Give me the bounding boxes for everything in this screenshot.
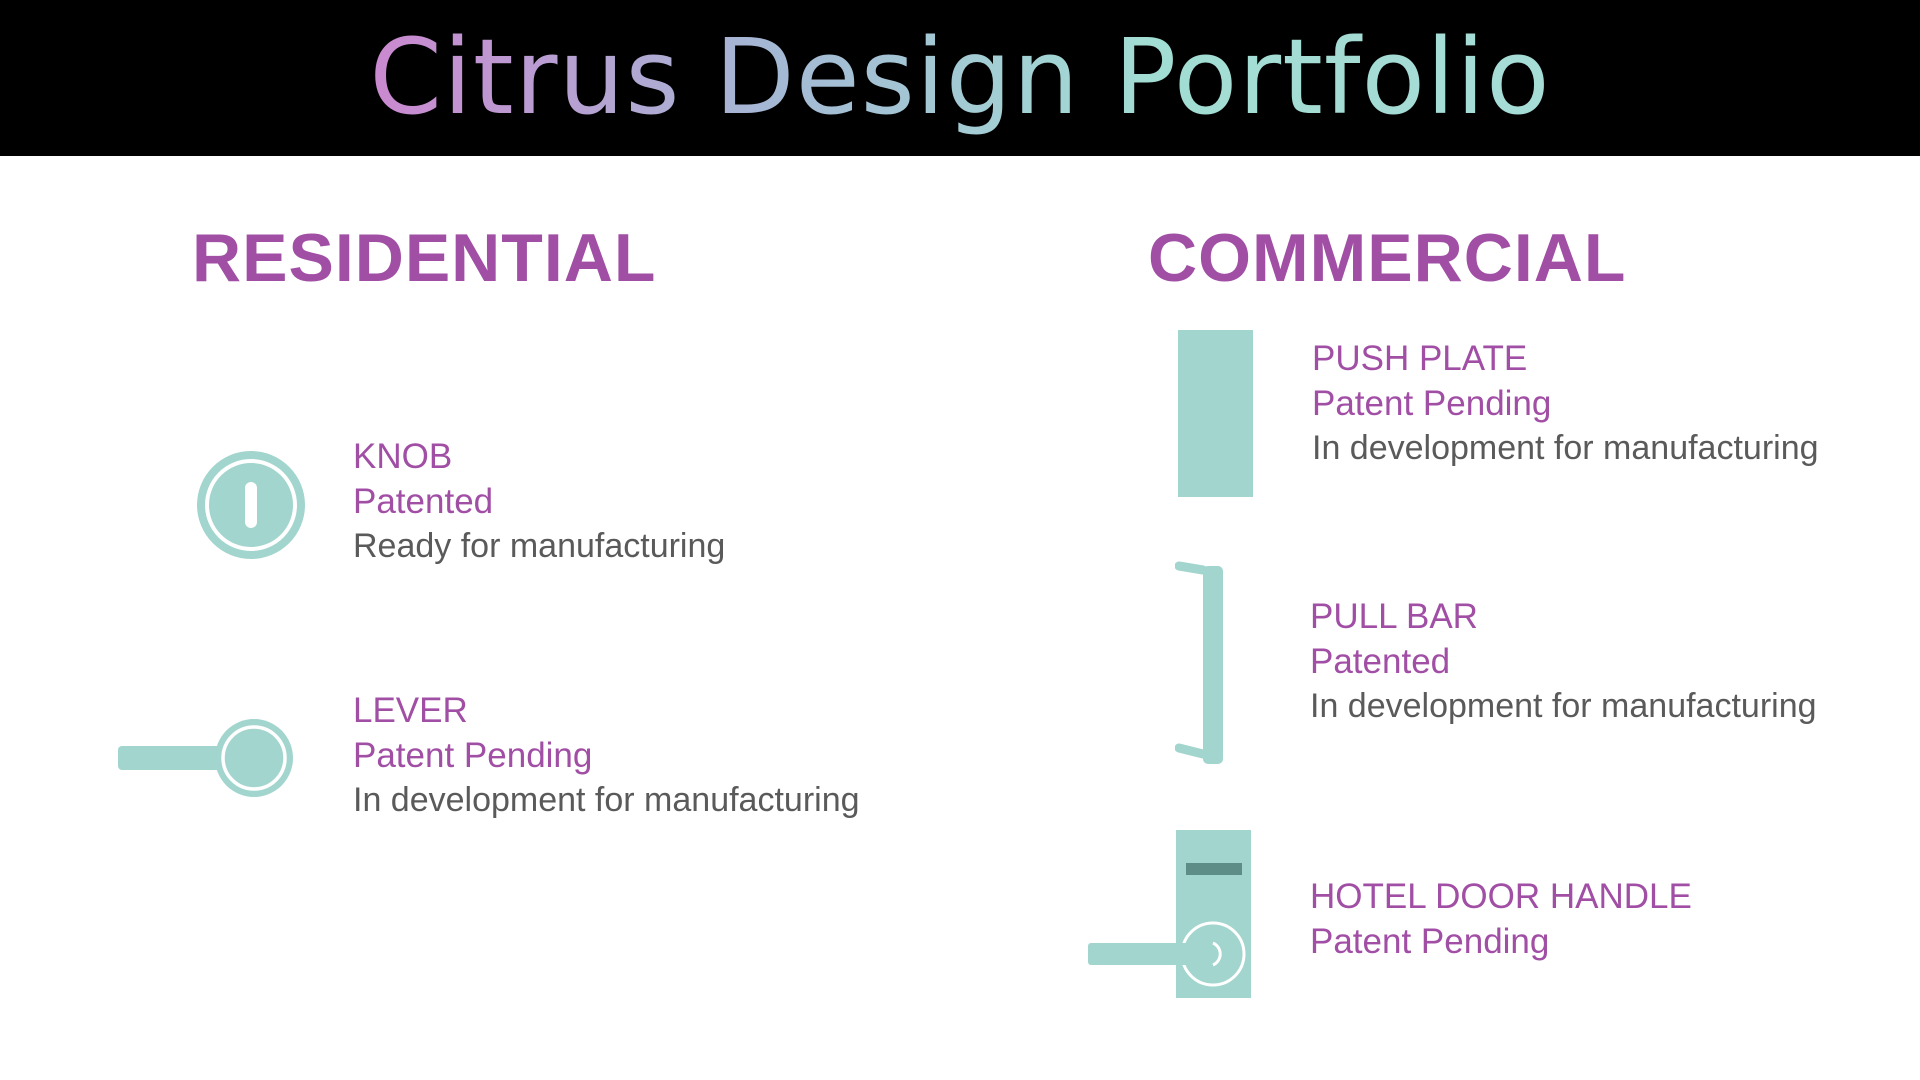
pull-bar-status: Patented xyxy=(1310,642,1451,681)
knob-icon xyxy=(197,451,305,559)
push-plate-name: PUSH PLATE xyxy=(1312,339,1528,378)
hotel-door-handle-item: HOTEL DOOR HANDLE Patent Pending xyxy=(1310,874,1692,964)
hotel-door-handle-status: Patent Pending xyxy=(1310,922,1550,961)
lever-note: In development for manufacturing xyxy=(353,781,860,819)
knob-note: Ready for manufacturing xyxy=(353,527,726,565)
commercial-heading: COMMERCIAL xyxy=(1148,220,1627,296)
lever-status: Patent Pending xyxy=(353,736,593,775)
residential-heading: RESIDENTIAL xyxy=(192,220,657,296)
lever-item: LEVER Patent Pending In development for … xyxy=(353,688,860,823)
title-bar: Citrus Design Portfolio xyxy=(0,0,1920,156)
hotel-door-handle-name: HOTEL DOOR HANDLE xyxy=(1310,877,1692,916)
pull-bar-note: In development for manufacturing xyxy=(1310,687,1817,725)
push-plate-item: PUSH PLATE Patent Pending In development… xyxy=(1312,336,1819,471)
knob-status: Patented xyxy=(353,482,494,521)
pull-bar-name: PULL BAR xyxy=(1310,597,1478,636)
pull-bar-icon xyxy=(1175,561,1223,764)
push-plate-status: Patent Pending xyxy=(1312,384,1552,423)
pull-bar-item: PULL BAR Patented In development for man… xyxy=(1310,594,1817,729)
knob-item: KNOB Patented Ready for manufacturing xyxy=(353,434,725,569)
page-title: Citrus Design Portfolio xyxy=(0,12,1920,142)
push-plate-note: In development for manufacturing xyxy=(1312,429,1819,467)
knob-name: KNOB xyxy=(353,437,453,476)
lever-icon xyxy=(118,719,293,797)
push-plate-icon xyxy=(1178,330,1253,497)
hotel-door-handle-icon xyxy=(1088,830,1251,998)
lever-name: LEVER xyxy=(353,691,468,730)
